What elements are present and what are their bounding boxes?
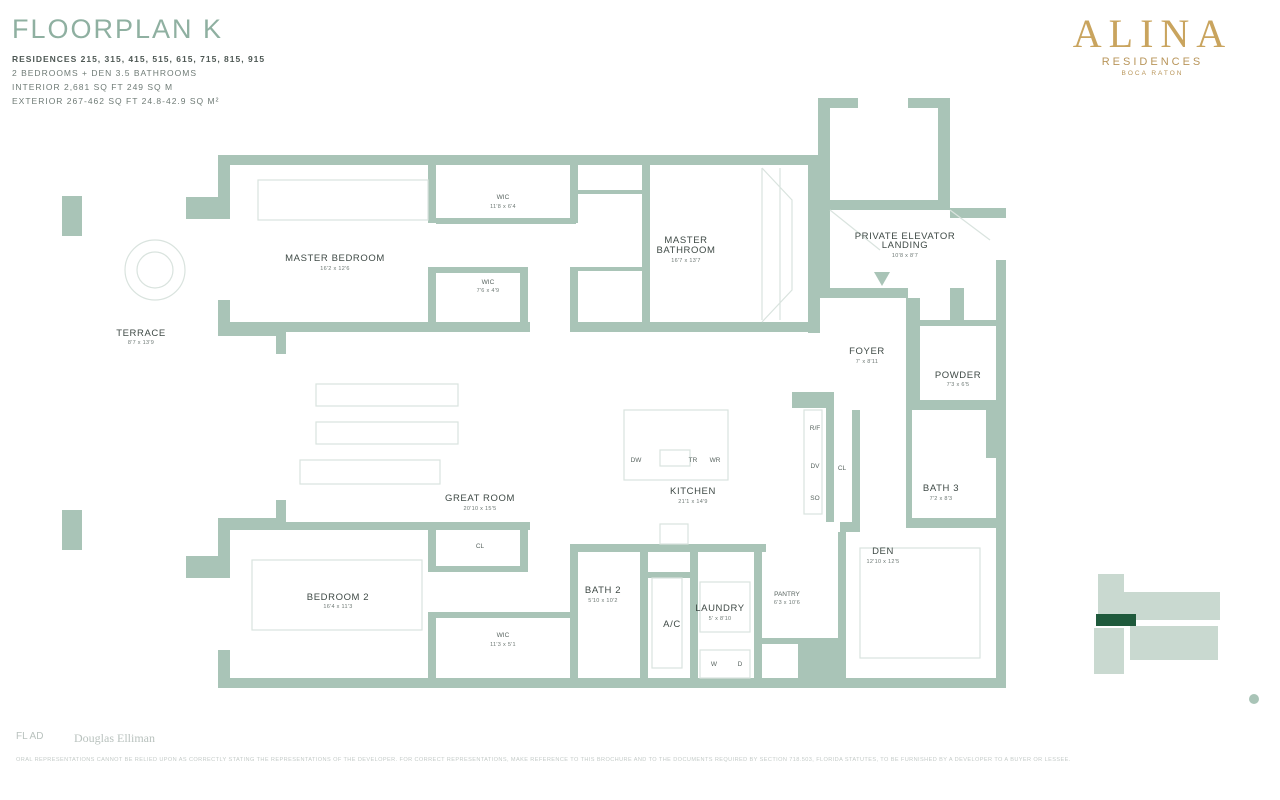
master-bathroom-label-2: BATHROOM (657, 245, 716, 256)
terrace-dim: 8'7 x 13'9 (128, 340, 154, 346)
elevator-label-1: PRIVATE ELEVATOR (855, 231, 956, 242)
key-plan (1094, 574, 1259, 704)
wine-refrigerator-label: WR (710, 457, 721, 464)
furniture (124, 167, 991, 679)
bath3-label: BATH 3 (923, 483, 959, 494)
bedroom2-label: BEDROOM 2 (307, 592, 369, 603)
interior-area: INTERIOR 2,681 SQ FT 249 SQ M (12, 82, 174, 92)
elevator-label-2: LANDING (882, 240, 928, 251)
refrigerator-freezer-label: R/F (810, 425, 821, 432)
residences-list: RESIDENCES 215, 315, 415, 515, 615, 715,… (12, 54, 266, 64)
bath2-label: BATH 2 (585, 585, 621, 596)
bath2-dim: 5'10 x 10'2 (588, 598, 618, 604)
brand-subtitle: RESIDENCES (1101, 56, 1204, 68)
wic-top-dim: 11'8 x 6'4 (490, 204, 516, 210)
walls (186, 98, 1006, 688)
washer-label: W (711, 661, 718, 668)
dishwasher-label: DW (631, 457, 643, 464)
terrace-columns (62, 196, 82, 550)
entry-marker-icon (874, 272, 890, 286)
den-dim: 12'10 x 12'5 (867, 559, 900, 565)
brand-name: ALINA (1072, 11, 1233, 56)
dryer-label: D (738, 661, 743, 668)
bedroom2-dim: 16'4 x 11'3 (323, 604, 352, 610)
master-bathroom-dim: 16'7 x 13'7 (671, 258, 701, 264)
wic-master-label: WIC (482, 279, 495, 286)
foyer-dim: 7' x 8'11 (856, 359, 878, 365)
room-labels: MASTER BEDROOM 16'2 x 12'6 WIC 11'8 x 6'… (116, 194, 981, 648)
dv-label: DV (810, 463, 820, 470)
powder-dim: 7'3 x 6'5 (947, 382, 970, 388)
ac-label: A/C (663, 619, 681, 630)
fixture-labels: DW TR WR R/F DV SO CL CL W D (476, 425, 847, 668)
elevator-dim: 10'8 x 8'7 (892, 253, 918, 259)
master-bathroom-label-1: MASTER (664, 235, 707, 246)
wic-top-label: WIC (497, 194, 510, 201)
logo-right: Douglas Elliman (74, 731, 155, 745)
wic-bed2-label: WIC (497, 632, 510, 639)
laundry-dim: 5' x 8'10 (709, 616, 732, 622)
legal-disclaimer: ORAL REPRESENTATIONS CANNOT BE RELIED UP… (16, 757, 1071, 763)
brand-logo: ALINA RESIDENCES BOCA RATON (1050, 11, 1255, 78)
foyer-label: FOYER (849, 346, 885, 357)
bed2-closet-label: CL (476, 543, 485, 550)
master-bedroom-dim: 16'2 x 12'6 (320, 266, 350, 272)
brand-location: BOCA RATON (1121, 70, 1184, 77)
terrace-label: TERRACE (116, 328, 166, 339)
wic-master-dim: 7'6 x 4'9 (477, 288, 500, 294)
pantry-label: PANTRY (774, 591, 800, 598)
laundry-label: LAUNDRY (695, 603, 744, 614)
powder-label: POWDER (935, 370, 981, 381)
den-label: DEN (872, 546, 894, 557)
bath3-dim: 7'2 x 8'3 (930, 496, 953, 502)
wic-bed2-dim: 11'3 x 5'1 (490, 642, 516, 648)
hall-closet-label: CL (838, 465, 847, 472)
logo-left: FL AD (16, 731, 44, 742)
exterior-area: EXTERIOR 267-462 SQ FT 24.8-42.9 SQ M² (12, 96, 220, 106)
master-bedroom-label: MASTER BEDROOM (285, 253, 385, 264)
trash-label: TR (689, 457, 698, 464)
page-title: FLOORPLAN K (12, 14, 224, 44)
great-room-dim: 20'10 x 15'5 (464, 506, 497, 512)
pantry-dim: 6'3 x 10'6 (774, 600, 800, 606)
kitchen-label: KITCHEN (670, 486, 716, 497)
kitchen-dim: 21'1 x 14'9 (678, 499, 708, 505)
great-room-label: GREAT ROOM (445, 493, 515, 504)
so-label: SO (810, 495, 819, 502)
rooms-summary: 2 BEDROOMS + DEN 3.5 BATHROOMS (12, 68, 198, 78)
